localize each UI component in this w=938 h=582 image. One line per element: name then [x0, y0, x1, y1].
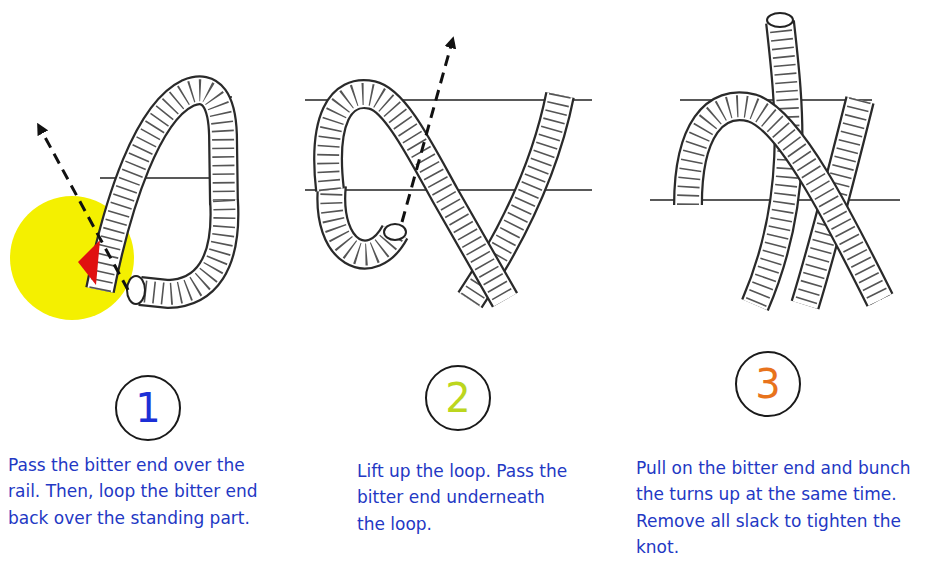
rope-end [767, 13, 793, 27]
direction-arrow [40, 128, 128, 290]
step-caption: Pull on the bitter end and bunch the tur… [636, 455, 928, 560]
step-caption: Pass the bitter end over the rail. Then,… [8, 452, 270, 531]
direction-arrow [402, 42, 452, 222]
step-number-circle: 1 [115, 375, 181, 441]
panel-two-drawing [305, 42, 592, 300]
step-number: 2 [445, 378, 470, 418]
step-number-circle: 3 [735, 351, 801, 417]
panel-three-drawing [650, 13, 900, 305]
rope-end [384, 224, 406, 240]
step-number: 1 [135, 388, 160, 428]
red-marker [78, 240, 100, 285]
step-caption: Lift up the loop. Pass the bitter end un… [357, 458, 572, 537]
step-number: 3 [755, 364, 780, 404]
step-number-circle: 2 [425, 365, 491, 431]
panel-one-drawing [10, 90, 232, 320]
rope-end [127, 276, 145, 304]
